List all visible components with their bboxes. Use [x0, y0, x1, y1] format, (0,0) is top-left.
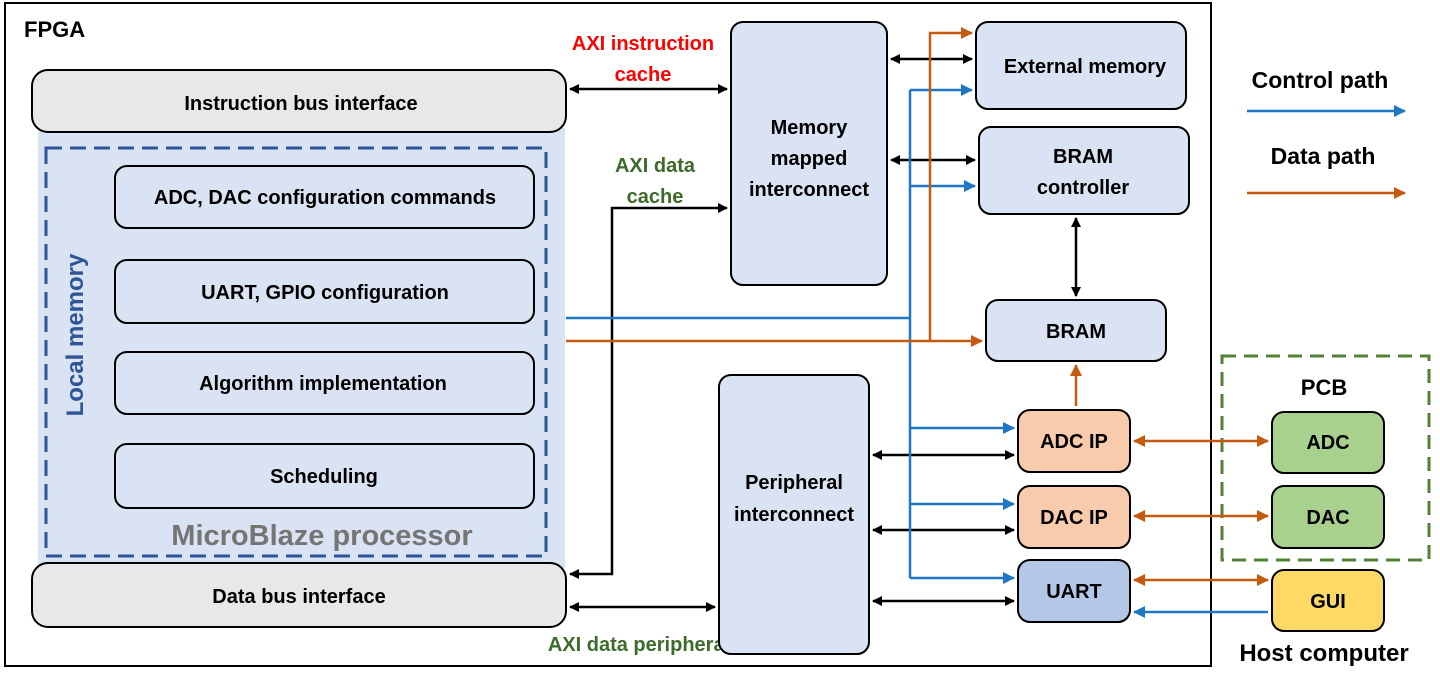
- svg-text:ADC: ADC: [1306, 432, 1349, 454]
- svg-text:UART: UART: [1046, 581, 1102, 603]
- local-memory-boundary: [44, 146, 548, 558]
- svg-text:DAC: DAC: [1306, 507, 1349, 529]
- svg-text:Peripheral: Peripheral: [745, 472, 843, 494]
- task-algorithm: Algorithm implementation: [114, 351, 535, 415]
- dac-ip-block: DAC IP: [1017, 485, 1131, 549]
- task-adc-dac-config: ADC, DAC configuration commands: [114, 165, 535, 229]
- legend-control-path-label: Control path: [1252, 67, 1389, 93]
- axi-data-cache-label-line2: cache: [627, 186, 684, 208]
- svg-text:controller: controller: [1037, 177, 1129, 199]
- svg-text:Algorithm implementation: Algorithm implementation: [199, 373, 447, 395]
- svg-text:mapped: mapped: [771, 148, 848, 170]
- task-scheduling: Scheduling: [114, 443, 535, 509]
- instruction-bus-interface: Instruction bus interface: [31, 69, 567, 133]
- memory-mapped-interconnect: Memory mapped interconnect: [730, 21, 888, 286]
- bram-controller-block: BRAM controller: [978, 126, 1190, 215]
- legend: Control path Data path: [1247, 67, 1406, 199]
- task-uart-gpio-config: UART, GPIO configuration: [114, 259, 535, 324]
- svg-text:Scheduling: Scheduling: [270, 466, 378, 488]
- data-to-external-memory: [928, 27, 973, 341]
- pcb-dac-block: DAC: [1271, 485, 1385, 549]
- adc-ip-block: ADC IP: [1017, 409, 1131, 473]
- svg-text:External memory: External memory: [1004, 56, 1167, 78]
- svg-text:ADC, DAC configuration command: ADC, DAC configuration commands: [154, 187, 496, 209]
- svg-text:BRAM: BRAM: [1053, 146, 1113, 168]
- peripheral-interconnect: Peripheral interconnect: [718, 374, 870, 655]
- axi-data-peripheral-label: AXI data peripheral: [548, 634, 730, 656]
- fpga-label: FPGA: [24, 17, 85, 42]
- legend-data-path-label: Data path: [1271, 143, 1376, 169]
- axi-instruction-cache-label-line2: cache: [615, 64, 672, 86]
- axi-instruction-cache-label-line1: AXI instruction: [572, 33, 714, 55]
- external-memory-block: External memory: [975, 21, 1187, 110]
- svg-text:ADC IP: ADC IP: [1040, 431, 1108, 453]
- svg-text:UART, GPIO configuration: UART, GPIO configuration: [201, 282, 449, 304]
- bus-connections: [569, 54, 1081, 612]
- axi-data-cache-label-line1: AXI data: [615, 155, 696, 177]
- pcb-boundary: [1220, 354, 1431, 562]
- svg-text:interconnect: interconnect: [734, 504, 854, 526]
- data-cache-link: [569, 203, 728, 579]
- svg-text:interconnect: interconnect: [749, 179, 869, 201]
- gui-block: GUI: [1271, 569, 1385, 632]
- data-bus-interface: Data bus interface: [31, 562, 567, 628]
- svg-text:BRAM: BRAM: [1046, 321, 1106, 343]
- microblaze-label: MicroBlaze processor: [171, 520, 472, 552]
- svg-text:DAC IP: DAC IP: [1040, 507, 1108, 529]
- uart-block: UART: [1017, 559, 1131, 623]
- svg-text:GUI: GUI: [1310, 591, 1346, 613]
- control-paths: [566, 84, 1268, 618]
- svg-text:Memory: Memory: [771, 117, 849, 139]
- host-computer-label: Host computer: [1239, 640, 1408, 667]
- bram-block: BRAM: [985, 299, 1167, 362]
- fpga-boundary: [4, 2, 1212, 667]
- pcb-label: PCB: [1301, 375, 1347, 400]
- data-paths: [566, 27, 1269, 586]
- local-memory-label: Local memory: [62, 253, 89, 416]
- pcb-adc-block: ADC: [1271, 411, 1385, 474]
- svg-text:Instruction bus interface: Instruction bus interface: [184, 93, 417, 115]
- svg-text:Data bus interface: Data bus interface: [212, 586, 385, 608]
